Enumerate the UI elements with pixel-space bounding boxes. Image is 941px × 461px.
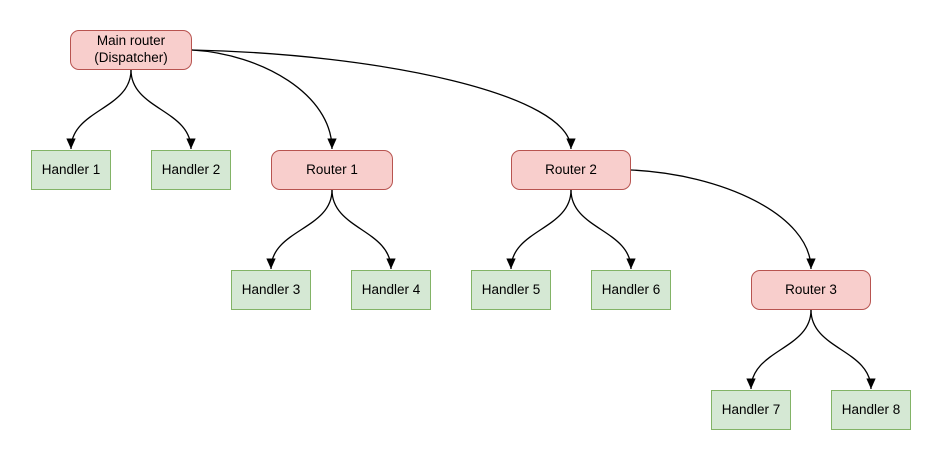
node-handler-6: Handler 6 <box>591 270 671 310</box>
node-label: Handler 7 <box>721 401 781 417</box>
edge-r2-to-h6 <box>570 189 636 270</box>
node-label: Handler 1 <box>41 161 101 177</box>
node-label: Router 3 <box>785 281 837 297</box>
node-label: Handler 2 <box>161 161 221 177</box>
node-handler-3: Handler 3 <box>231 270 311 310</box>
edge-r1-to-h4 <box>331 189 396 270</box>
node-label: Handler 4 <box>361 281 421 297</box>
edge-r3-to-h7 <box>746 309 812 390</box>
node-router-1: Router 1 <box>271 150 393 190</box>
node-router-2: Router 2 <box>511 150 631 190</box>
node-label: Handler 5 <box>481 281 541 297</box>
node-label: Handler 6 <box>601 281 661 297</box>
node-handler-7: Handler 7 <box>711 390 791 430</box>
node-main-router-dispatcher: Main router (Dispatcher) <box>70 30 192 70</box>
node-handler-5: Handler 5 <box>471 270 551 310</box>
edge-main-to-h2 <box>130 69 196 150</box>
node-label: Handler 8 <box>841 401 901 417</box>
node-handler-4: Handler 4 <box>351 270 431 310</box>
edge-main-to-h1 <box>66 69 132 150</box>
node-router-3: Router 3 <box>751 270 871 310</box>
edge-main-to-r2 <box>191 49 576 150</box>
node-handler-8: Handler 8 <box>831 390 911 430</box>
node-label: Main router (Dispatcher) <box>94 33 168 65</box>
edge-r2-to-r3 <box>630 169 816 270</box>
node-label: Router 1 <box>306 161 358 177</box>
node-label: Router 2 <box>545 161 597 177</box>
node-handler-1: Handler 1 <box>31 150 111 190</box>
edge-r3-to-h8 <box>810 309 876 390</box>
edge-r1-to-h3 <box>266 189 333 270</box>
node-label: Handler 3 <box>241 281 301 297</box>
edge-r2-to-h5 <box>506 189 572 270</box>
node-handler-2: Handler 2 <box>151 150 231 190</box>
edge-main-to-r1 <box>191 49 337 150</box>
